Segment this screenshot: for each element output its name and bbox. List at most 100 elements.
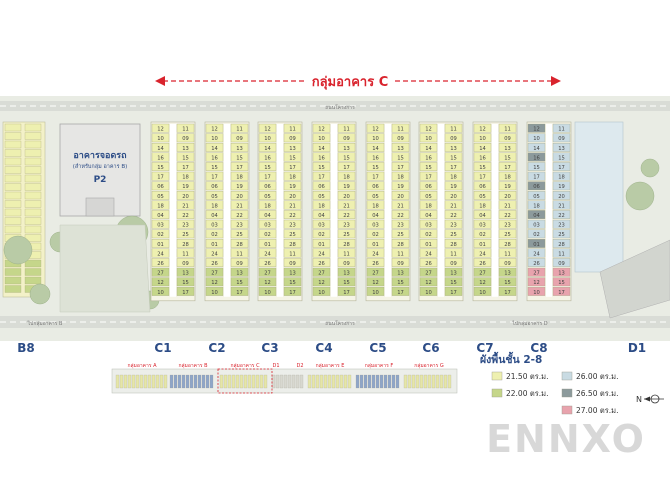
unit — [552, 162, 571, 171]
unit — [230, 277, 249, 287]
unit — [366, 287, 385, 296]
unit-number: 03 — [264, 223, 271, 229]
unit — [312, 191, 331, 200]
unit — [498, 181, 517, 191]
unit — [283, 162, 302, 171]
unit — [258, 239, 277, 248]
unit — [473, 171, 492, 181]
unit — [283, 248, 302, 258]
unit-number: 02 — [318, 232, 325, 238]
unit-number: 24 — [479, 251, 486, 257]
unit-number: 24 — [318, 251, 325, 257]
unit-number: 11 — [504, 127, 511, 133]
unit-number: 12 — [425, 127, 432, 133]
unit — [205, 229, 224, 239]
unit — [391, 162, 410, 171]
unit — [552, 277, 571, 287]
unit — [366, 277, 385, 287]
unit — [444, 200, 463, 210]
unit-number: 06 — [372, 184, 379, 190]
legend-swatch — [561, 405, 573, 415]
unit — [498, 171, 517, 181]
keymap-unit — [181, 374, 186, 389]
unit — [312, 287, 331, 296]
unit — [391, 219, 410, 229]
unit-number: 19 — [558, 184, 565, 190]
unit-number: 03 — [425, 223, 432, 229]
keymap-unit — [339, 374, 344, 389]
unit-number: 15 — [343, 155, 350, 161]
unit — [337, 267, 356, 277]
unit-number: 16 — [479, 155, 486, 161]
unit — [419, 239, 438, 248]
keymap-unit — [223, 374, 228, 389]
unit — [366, 123, 385, 133]
unit-number: 09 — [289, 261, 296, 267]
unit-number: 25 — [504, 232, 511, 238]
keymap-unit — [383, 374, 388, 389]
unit — [337, 229, 356, 239]
unit — [366, 229, 385, 239]
keymap-unit — [447, 374, 452, 389]
unit-number: 09 — [343, 261, 350, 267]
unit — [473, 143, 492, 152]
unit-number: 18 — [425, 203, 432, 209]
unit — [498, 133, 517, 143]
unit-number: 10 — [264, 136, 271, 142]
unit-number: 05 — [372, 194, 379, 200]
unit-number: 09 — [450, 136, 457, 142]
unit — [366, 219, 385, 229]
keymap-unit — [387, 374, 392, 389]
unit-number: 21 — [343, 203, 350, 209]
unit — [337, 277, 356, 287]
keymap-unit — [311, 374, 316, 389]
unit — [258, 133, 277, 143]
unit-number: 26 — [157, 261, 164, 267]
unit-number: 26 — [479, 261, 486, 267]
building-label-c2: C2 — [208, 341, 225, 355]
unit-number: 21 — [236, 203, 243, 209]
unit-number: 21 — [558, 203, 565, 209]
legend-swatch — [491, 371, 503, 381]
keymap-unit — [127, 374, 132, 389]
unit-number: 22 — [450, 213, 457, 219]
unit — [366, 181, 385, 191]
unit — [552, 258, 571, 267]
unit-number: 19 — [397, 184, 404, 190]
unit-number: 03 — [372, 223, 379, 229]
unit-number: 17 — [450, 165, 457, 171]
unit-number: 23 — [343, 223, 350, 229]
unit-number: 17 — [372, 175, 379, 181]
unit — [230, 239, 249, 248]
unit — [473, 123, 492, 133]
keymap-unit — [193, 374, 198, 389]
unit-number: 12 — [264, 280, 271, 286]
keymap-unit — [151, 374, 156, 389]
unit — [205, 143, 224, 152]
unit-number: 17 — [425, 175, 432, 181]
unit-number: 18 — [236, 175, 243, 181]
unit — [473, 210, 492, 219]
unit — [176, 229, 195, 239]
unit — [552, 239, 571, 248]
keymap-group-label: กลุ่มอาคาร C — [230, 363, 260, 369]
unit-number: 28 — [558, 242, 565, 248]
keymap-group-label: กลุ่มอาคาร A — [127, 363, 157, 369]
unit — [527, 210, 546, 219]
unit-number: 24 — [533, 251, 540, 257]
keymap-unit — [287, 374, 292, 389]
unit-number: 15 — [479, 165, 486, 171]
unit-number: 04 — [157, 213, 164, 219]
unit-number: 13 — [289, 271, 296, 277]
legend: ผังพื้นชั้น 2-8 21.50 ตร.ม.26.00 ตร.ม.22… — [480, 351, 618, 415]
unit — [176, 200, 195, 210]
unit — [337, 152, 356, 162]
unit-number: 10 — [479, 290, 486, 296]
unit-number: 15 — [450, 280, 457, 286]
unit-number: 16 — [425, 155, 432, 161]
unit-number: 10 — [157, 290, 164, 296]
keymap-unit — [327, 374, 332, 389]
unit-number: 09 — [397, 261, 404, 267]
unit — [283, 258, 302, 267]
unit-number: 15 — [157, 165, 164, 171]
